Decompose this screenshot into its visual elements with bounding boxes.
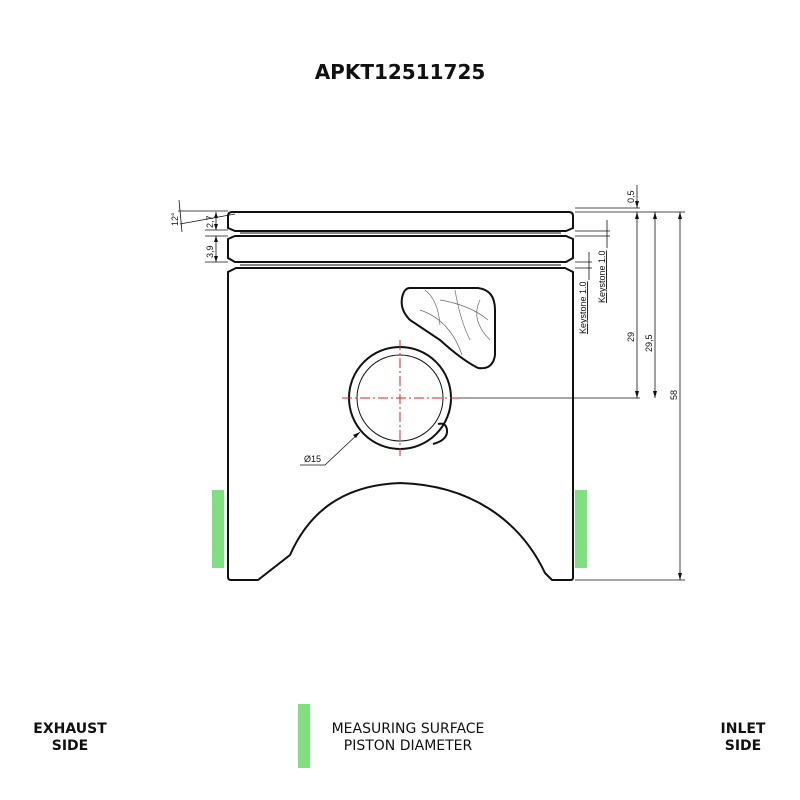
dim-ring1-height: 2,7 [205, 215, 215, 228]
dim-keystone-1: Keystone 1.0 [578, 281, 588, 334]
dim-keystone-2: Keystone 1.0 [597, 250, 607, 303]
pin-centerlines [342, 340, 458, 456]
dim-total-height: 58 [669, 390, 679, 400]
piston-outline [227, 211, 574, 581]
measuring-line1: MEASURING SURFACE [331, 721, 485, 737]
measuring-surface-swatch [298, 704, 310, 768]
dimension-arrows [214, 201, 682, 580]
measuring-surface-inlet [575, 490, 587, 568]
dim-pin-diameter: Ø15 [304, 454, 321, 464]
dim-pin-height-total: 29,5 [644, 334, 654, 352]
dim-ring2-height: 3,9 [205, 245, 215, 258]
dimension-lines [178, 185, 685, 581]
exhaust-line1: EXHAUST [33, 721, 107, 737]
exhaust-line2: SIDE [51, 738, 89, 754]
measuring-surface-exhaust [212, 490, 224, 568]
inlet-side-label: INLET SIDE [700, 721, 786, 755]
dim-pin-height: 29 [626, 332, 636, 342]
inlet-line1: INLET [720, 721, 766, 737]
inlet-line2: SIDE [724, 738, 762, 754]
measuring-line2: PISTON DIAMETER [343, 738, 473, 754]
dim-angle: 12° [170, 212, 180, 226]
dim-top-offset: 0,5 [626, 190, 636, 203]
ring-grooves [240, 232, 561, 266]
part-number-title: APKT12511725 [314, 60, 486, 84]
exhaust-side-label: EXHAUST SIDE [20, 721, 120, 755]
transfer-window [400, 287, 496, 370]
measuring-surface-label: MEASURING SURFACE PISTON DIAMETER [318, 721, 498, 755]
